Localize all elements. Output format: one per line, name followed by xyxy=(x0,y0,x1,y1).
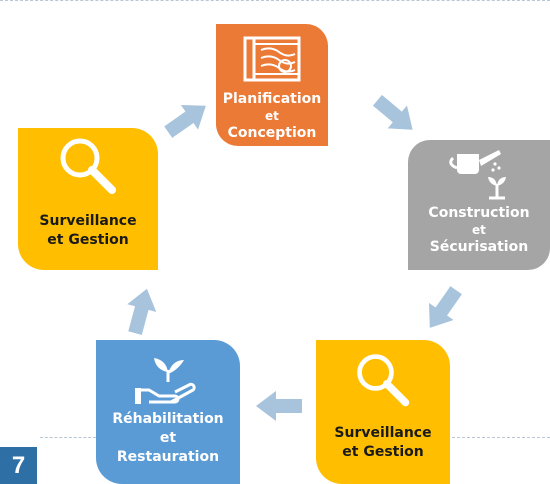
watering-can-icon xyxy=(449,150,506,200)
step-surveillance-left-line1: Surveillance xyxy=(39,213,137,229)
arrow-plan-to-construction-icon xyxy=(372,94,413,130)
step-rehabilitation-line2: et xyxy=(159,430,177,446)
step-surveillance-bottom-line2: et Gestion xyxy=(342,444,424,460)
arrow-construction-to-surveillance-icon xyxy=(428,286,462,328)
step-rehabilitation: Réhabilitation et Restauration xyxy=(96,340,240,484)
bottom-dashed-divider-right xyxy=(452,437,550,438)
step-rehabilitation-line3: Restauration xyxy=(116,449,220,465)
step-surveillance-left: Surveillance et Gestion xyxy=(18,128,158,270)
step-planification-line2: et xyxy=(265,109,279,123)
arrow-surveillance-to-plan-icon xyxy=(164,104,206,138)
step-construction-label: Construction et Sécurisation xyxy=(428,204,529,257)
top-dashed-divider xyxy=(0,0,550,1)
magnifier-icon xyxy=(357,354,410,407)
step-rehabilitation-label: Réhabilitation et Restauration xyxy=(112,410,223,467)
step-surveillance-bottom: Surveillance et Gestion xyxy=(316,340,450,484)
step-construction-line1: Construction xyxy=(428,205,530,221)
step-surveillance-bottom-label: Surveillance et Gestion xyxy=(334,424,431,462)
step-surveillance-left-label: Surveillance et Gestion xyxy=(39,212,136,250)
step-rehabilitation-line1: Réhabilitation xyxy=(112,411,224,427)
hand-plant-icon xyxy=(135,358,196,404)
arrow-surveillance-to-rehab-icon xyxy=(256,391,302,421)
arrow-rehab-to-surveillance-icon xyxy=(127,288,157,336)
step-construction-line2: et xyxy=(472,223,486,237)
blueprint-icon xyxy=(243,36,301,82)
step-surveillance-left-line2: et Gestion xyxy=(47,232,129,248)
step-construction: Construction et Sécurisation xyxy=(408,140,550,270)
step-planification-line1: Planification xyxy=(222,91,322,107)
step-planification-line3: Conception xyxy=(227,125,317,141)
step-planification-label: Planification et Conception xyxy=(223,90,321,143)
step-surveillance-bottom-line1: Surveillance xyxy=(334,425,432,441)
step-planification: Planification et Conception xyxy=(216,24,328,146)
bottom-dashed-divider-left xyxy=(40,437,96,438)
page-number-badge: 7 xyxy=(0,447,37,484)
magnifier-icon xyxy=(60,138,116,194)
step-construction-line3: Sécurisation xyxy=(429,239,529,255)
